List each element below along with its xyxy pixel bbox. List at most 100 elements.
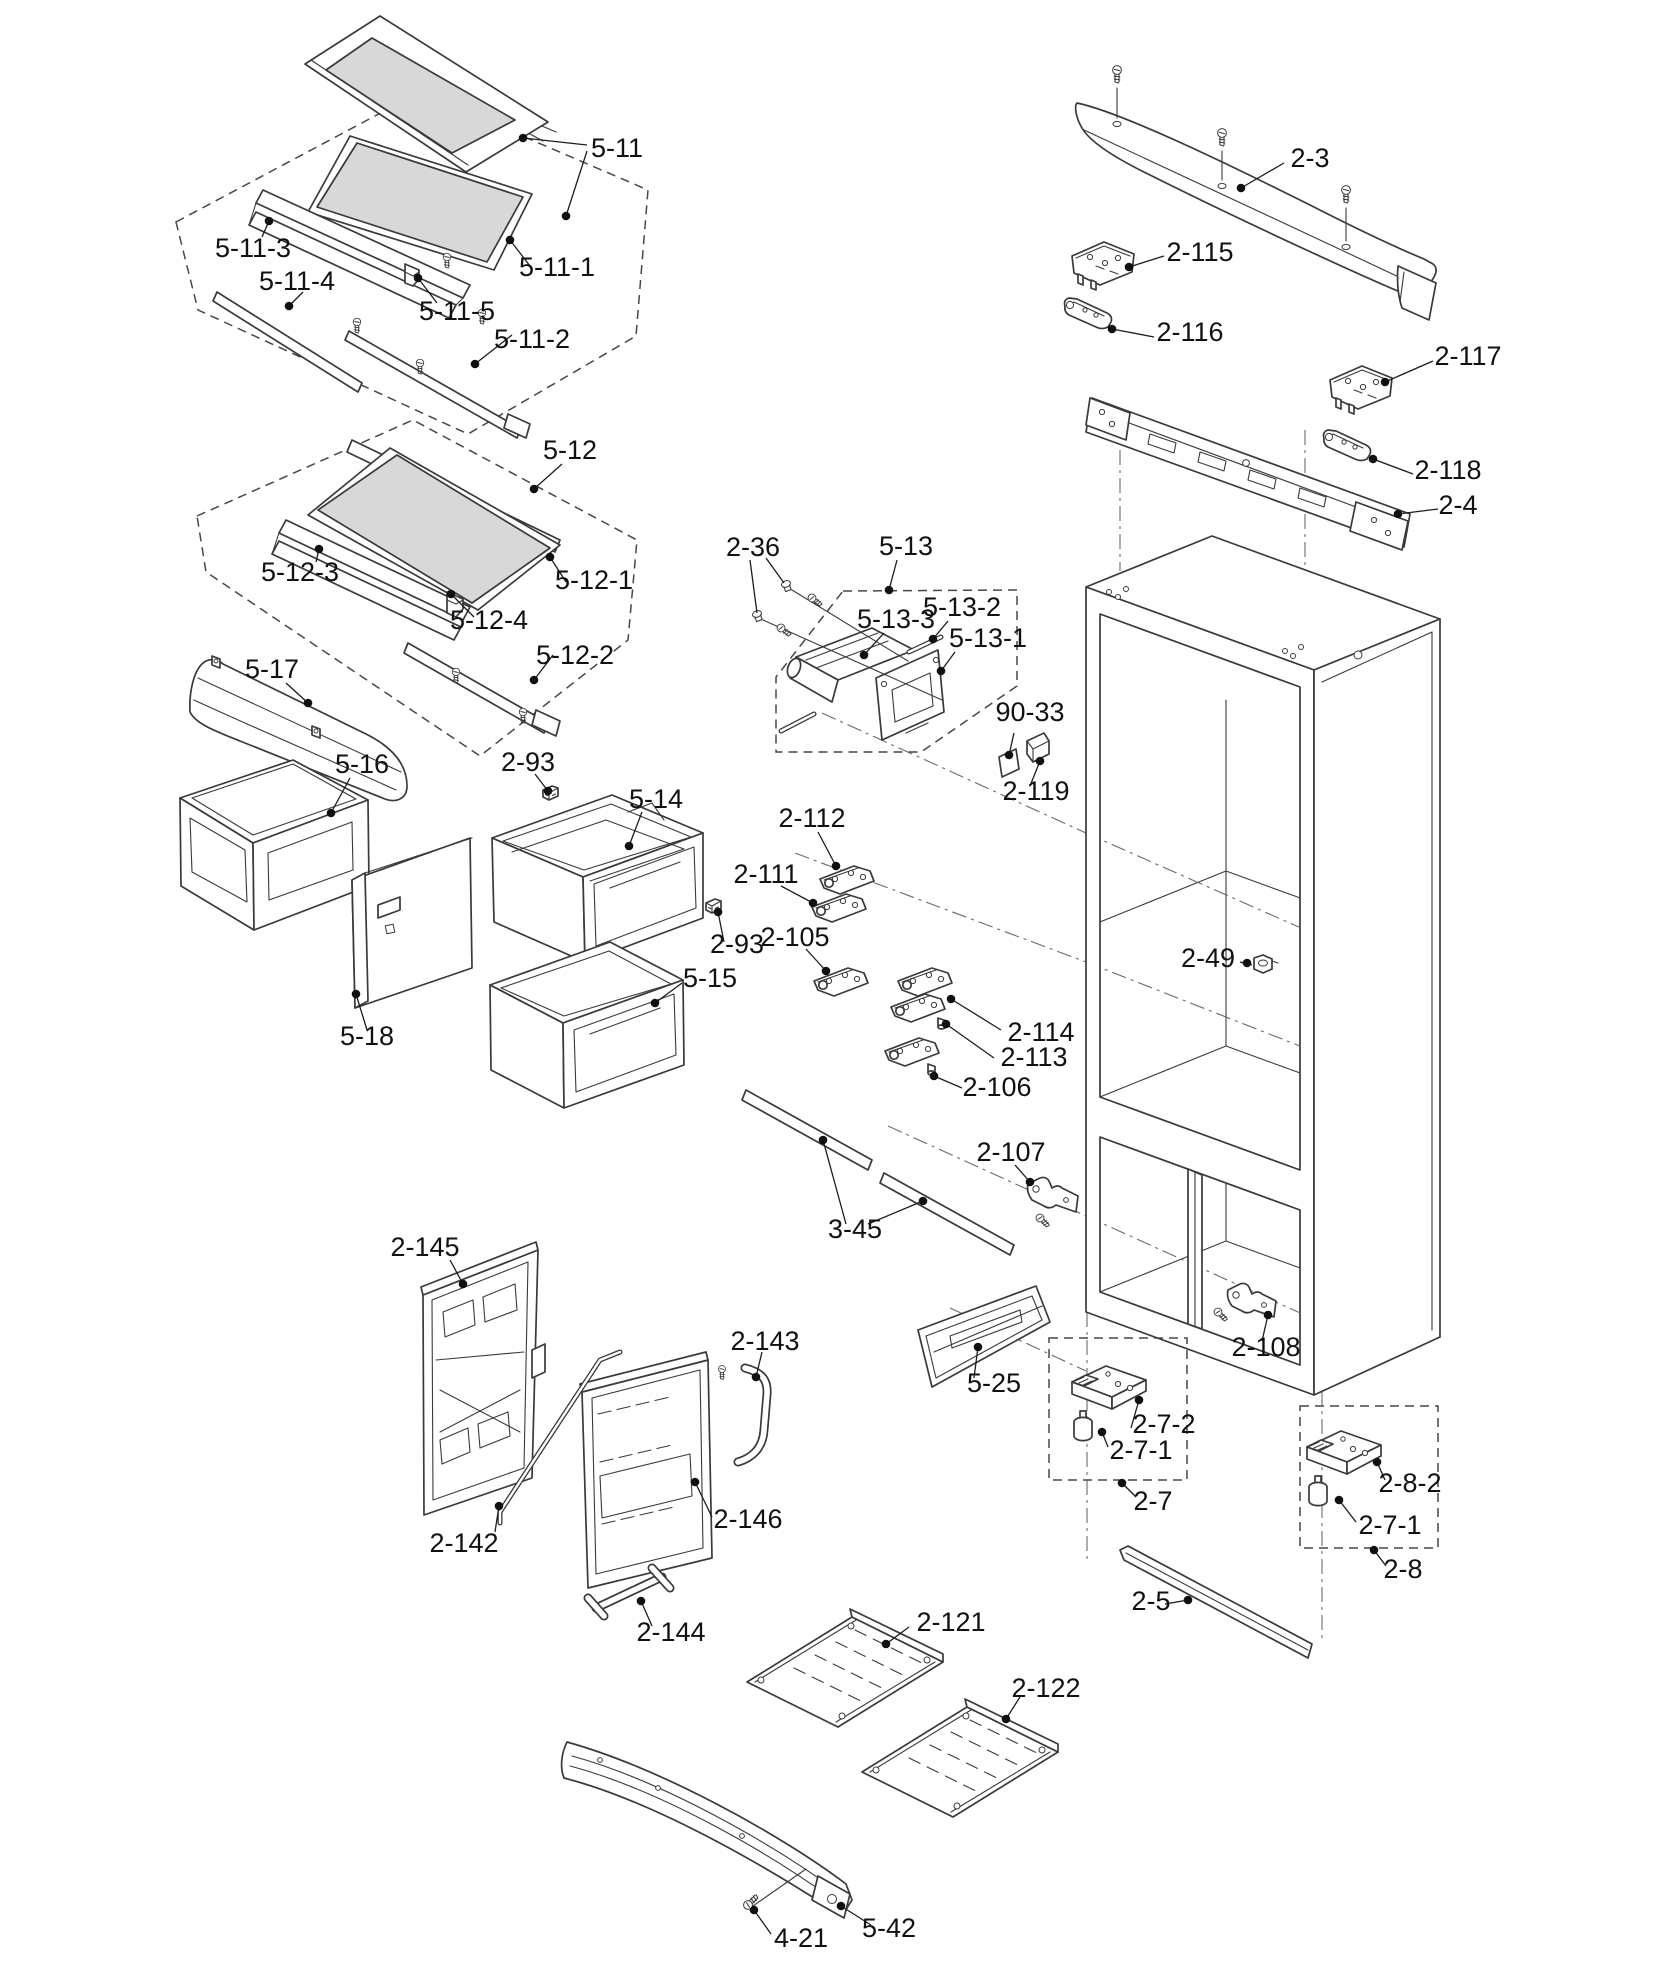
label-5-11-3: 5-11-3 — [215, 233, 291, 263]
part-2-3-panel — [1074, 65, 1437, 321]
group-2-8 — [1299, 1405, 1439, 1549]
label-5-13-3: 5-13-3 — [857, 604, 935, 634]
part-2-107-bracket — [1026, 1176, 1079, 1230]
label-2-93-a: 2-93 — [501, 747, 555, 777]
label-2-119: 2-119 — [1002, 776, 1069, 806]
label-5-13-1: 5-13-1 — [949, 623, 1027, 653]
label-2-112: 2-112 — [778, 803, 845, 833]
label-2-115: 2-115 — [1166, 237, 1233, 267]
part-2-122-plate — [861, 1698, 1059, 1818]
label-5-11-5: 5-11-5 — [419, 296, 495, 326]
label-2-144: 2-144 — [636, 1617, 705, 1647]
label-2-3: 2-3 — [1290, 143, 1329, 173]
label-2-7-1-left: 2-7-1 — [1109, 1435, 1172, 1465]
label-2-93-b: 2-93 — [710, 929, 764, 959]
label-5-12-4: 5-12-4 — [450, 605, 528, 635]
label-2-145: 2-145 — [390, 1232, 459, 1262]
part-2-49 — [1253, 954, 1279, 974]
part-labels: 5-11 5-11-3 5-11-4 5-11-5 5-11-2 5-11-1 … — [215, 133, 1502, 1953]
label-5-12-1: 5-12-1 — [555, 565, 633, 595]
label-2-8-2: 2-8-2 — [1378, 1468, 1441, 1498]
label-2-117: 2-117 — [1434, 341, 1501, 371]
part-5-15-drawer — [489, 941, 685, 1109]
part-5-11-4-strip — [212, 291, 363, 393]
part-2-114-hinge — [897, 967, 953, 997]
label-2-143: 2-143 — [730, 1326, 799, 1356]
part-5-11-shelf — [304, 15, 557, 173]
part-5-12-1-glass — [307, 447, 561, 611]
part-5-18-panel — [351, 837, 473, 1009]
part-2-121-plate — [746, 1608, 944, 1728]
part-2-8-1-foot — [1308, 1475, 1328, 1507]
part-cabinet-body — [1085, 535, 1441, 1396]
label-5-18: 5-18 — [340, 1021, 394, 1051]
part-2-146-panel — [579, 1351, 726, 1589]
part-5-11-2-strip — [344, 330, 531, 439]
label-5-11-1: 5-11-1 — [519, 252, 595, 282]
part-2-8-2-bracket — [1306, 1430, 1382, 1475]
part-2-7-1-foot — [1073, 1410, 1093, 1442]
label-2-4: 2-4 — [1438, 490, 1477, 520]
part-2-143-tube — [733, 1363, 772, 1467]
part-2-116-bracket — [1063, 297, 1113, 330]
label-5-25: 5-25 — [967, 1368, 1021, 1398]
part-2-4-frame — [1085, 397, 1411, 551]
label-5-12-2: 5-12-2 — [536, 640, 614, 670]
part-2-106-hinge — [884, 1037, 940, 1076]
label-2-108: 2-108 — [1231, 1332, 1300, 1362]
label-5-16: 5-16 — [335, 749, 389, 779]
part-2-5-strip — [1119, 1545, 1313, 1659]
part-2-145-panel — [420, 1241, 546, 1516]
label-2-8: 2-8 — [1383, 1554, 1422, 1584]
label-90-33: 90-33 — [995, 697, 1064, 727]
part-2-119 — [1026, 732, 1050, 763]
part-5-42-rail — [560, 1741, 853, 1919]
label-2-113: 2-113 — [1000, 1042, 1067, 1072]
part-2-7-2-bracket — [1071, 1365, 1147, 1410]
label-2-146: 2-146 — [713, 1504, 782, 1534]
label-2-49: 2-49 — [1181, 943, 1235, 973]
part-2-144-gasket — [583, 1563, 675, 1621]
label-2-5: 2-5 — [1131, 1586, 1170, 1616]
part-5-12-3-frame — [271, 519, 471, 641]
label-2-114: 2-114 — [1007, 1017, 1074, 1047]
label-5-11-4: 5-11-4 — [259, 266, 335, 296]
part-5-13-1-plate — [875, 649, 945, 741]
label-2-36: 2-36 — [726, 532, 780, 562]
label-5-14: 5-14 — [629, 784, 683, 814]
part-5-16-bin — [179, 759, 370, 931]
part-2-142-rod — [497, 1349, 623, 1526]
label-2-105: 2-105 — [760, 922, 829, 952]
part-2-113-hinge — [890, 993, 946, 1030]
label-5-12-3: 5-12-3 — [261, 557, 339, 587]
label-2-142: 2-142 — [429, 1528, 498, 1558]
part-5-13-pin — [778, 711, 817, 734]
label-5-42: 5-42 — [862, 1913, 916, 1943]
part-2-115-plate — [1071, 241, 1135, 291]
label-4-21: 4-21 — [774, 1923, 828, 1953]
label-5-12: 5-12 — [543, 435, 597, 465]
part-2-117-plate — [1329, 365, 1393, 415]
leader-dots — [264, 133, 1403, 1915]
label-2-116: 2-116 — [1156, 317, 1223, 347]
label-5-11-2: 5-11-2 — [494, 324, 570, 354]
label-5-15: 5-15 — [683, 963, 737, 993]
group-5-11 — [175, 15, 649, 439]
part-2-108-bracket — [1211, 1282, 1277, 1324]
label-2-107: 2-107 — [976, 1137, 1045, 1167]
part-5-17-cover — [189, 655, 408, 802]
label-3-45: 3-45 — [828, 1214, 882, 1244]
label-2-118: 2-118 — [1414, 455, 1481, 485]
group-5-12 — [196, 419, 638, 757]
part-5-14-drawer — [491, 794, 704, 963]
label-5-13-2: 5-13-2 — [923, 592, 1001, 622]
part-5-25-tray — [917, 1285, 1051, 1388]
label-2-106: 2-106 — [962, 1072, 1031, 1102]
part-5-11-1-glass — [307, 135, 533, 271]
part-2-118-bracket — [1322, 429, 1372, 462]
part-5-12-2-strip — [403, 642, 561, 737]
label-2-111: 2-111 — [733, 859, 798, 889]
label-5-13: 5-13 — [879, 531, 933, 561]
